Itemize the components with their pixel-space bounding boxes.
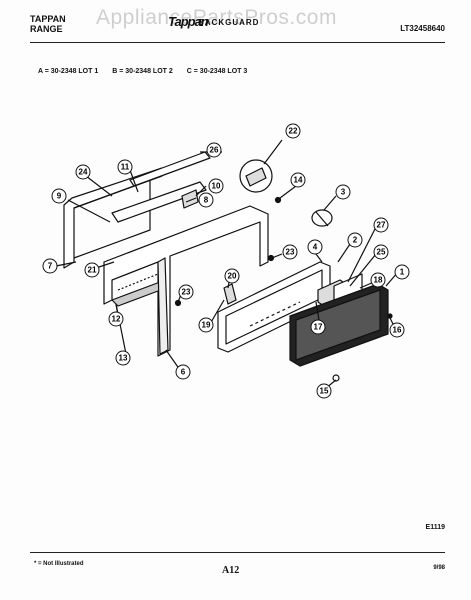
callout-circle [285,123,301,139]
not-illustrated-note: * = Not Illustrated [34,561,84,567]
callout-circle [316,383,332,399]
watermark: AppliancePartsPros.com [96,6,337,29]
diagram-title: BACKGUARD [198,18,260,27]
callout-16: 16 [393,326,402,335]
callout-21: 21 [88,266,97,275]
control-knob [311,209,333,227]
callout-20: 20 [228,272,237,281]
switch [223,283,237,305]
callout-circle [51,188,67,204]
screw [332,374,340,382]
product-type: RANGE [30,24,63,34]
footer-divider [30,552,445,553]
callout-circle [206,142,222,158]
callout-circle [42,258,58,274]
callout-4: 4 [313,243,318,252]
brand-name: TAPPAN [30,14,66,24]
callout-23b: 23 [182,288,191,297]
callouts: 26 24 11 9 10 8 22 14 3 7 21 23 [42,123,410,399]
callout-18: 18 [374,276,383,285]
callout-24: 24 [79,168,88,177]
callout-circle [394,264,410,280]
callout-circle [347,232,363,248]
callout-3: 3 [341,188,346,197]
callout-2: 2 [353,236,358,245]
diagram-code: E1119 [425,524,445,531]
callout-9: 9 [57,192,62,201]
callout-13: 13 [119,354,128,363]
callout-circle [117,159,133,175]
callout-27: 27 [377,221,386,230]
callout-23: 23 [286,248,295,257]
header-divider [30,42,445,43]
callout-circle [282,244,298,260]
callout-circle [108,311,124,327]
callout-circle [389,322,405,338]
backguard-frame [103,205,269,357]
callout-circle [224,268,240,284]
side-support [157,257,169,355]
callout-15: 15 [320,387,329,396]
callout-circle [175,364,191,380]
callout-circle [198,192,214,208]
callout-26: 26 [210,146,219,155]
callout-circle [373,244,389,260]
callout-circle [373,217,389,233]
revision-date: 9/98 [433,565,445,571]
callout-circle [290,172,306,188]
callout-circle [115,350,131,366]
tappan-logo: Tappan [168,14,209,29]
callout-17: 17 [314,323,323,332]
callout-22: 22 [289,127,298,136]
bracket-assembly [111,181,207,223]
callout-25: 25 [377,248,386,257]
lot-b: B = 30-2348 LOT 2 [112,68,173,75]
trim-strip [129,151,211,187]
callout-12: 12 [112,315,121,324]
callout-8: 8 [204,196,209,205]
callout-circle [84,262,100,278]
callout-circle [178,284,194,300]
callout-circle [310,319,326,335]
callout-11: 11 [121,163,130,172]
lot-c: C = 30-2348 LOT 3 [186,68,248,75]
screw [274,196,282,204]
model-number: LT32458640 [400,24,445,33]
callout-14: 14 [294,176,303,185]
callout-circle [208,178,224,194]
callout-circle [335,184,351,200]
callout-circle [75,164,91,180]
callout-6: 6 [181,368,186,377]
brand-block: TAPPAN RANGE [30,14,66,34]
lot-a: A = 30-2348 LOT 1 [38,68,99,75]
screw [387,313,393,319]
callout-circle [370,272,386,288]
callout-1: 1 [400,268,405,277]
callout-circle [198,317,214,333]
callout-circle [307,239,323,255]
callout-19: 19 [202,321,211,330]
page-number: A12 [222,565,240,576]
lot-legend: A = 30-2348 LOT 1 B = 30-2348 LOT 2 C = … [38,68,247,75]
callout-10: 10 [212,182,221,191]
callout-7: 7 [48,262,53,271]
